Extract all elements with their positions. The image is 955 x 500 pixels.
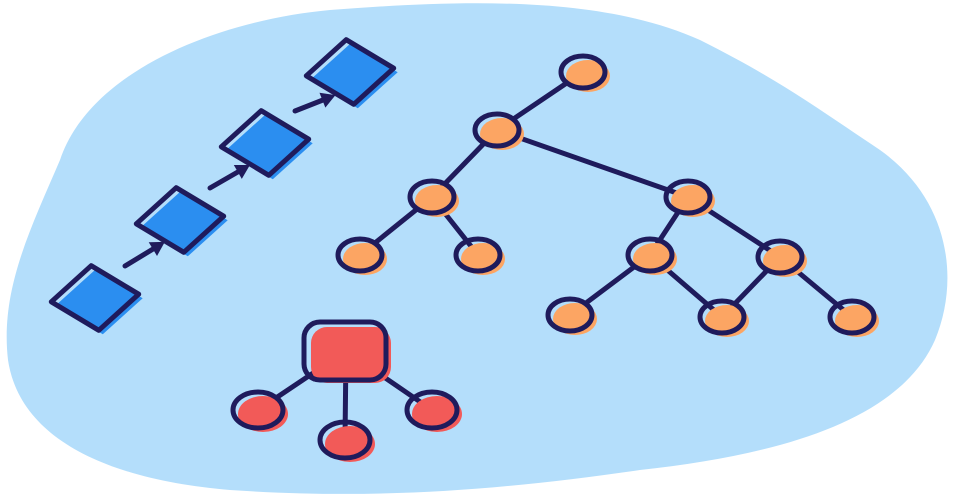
tree-node <box>545 296 595 334</box>
hierarchy-child <box>317 419 373 461</box>
tree-node <box>407 178 457 216</box>
tree-node <box>827 298 877 336</box>
tree-node <box>755 238 805 276</box>
tree-node <box>453 236 503 274</box>
linked-list-icon <box>48 37 398 335</box>
tree-node <box>697 298 747 336</box>
hierarchy-root <box>301 319 389 383</box>
hierarchy-child <box>230 389 286 431</box>
hierarchy-child <box>404 389 460 431</box>
list-node <box>218 108 312 178</box>
tree-edge <box>494 127 691 200</box>
arrow-head-icon <box>148 241 165 256</box>
hierarchy-root-fill <box>311 327 391 383</box>
tree-node <box>663 178 713 216</box>
tree-node <box>625 236 675 274</box>
arrow-shaft <box>122 243 161 269</box>
arrow-shaft <box>207 166 246 191</box>
tree-icon <box>335 53 879 337</box>
tree-node <box>335 236 385 274</box>
list-node <box>48 263 142 333</box>
arrow-head-icon <box>233 165 250 179</box>
tree-node <box>558 53 608 91</box>
hierarchy-icon <box>230 319 462 462</box>
list-node <box>133 185 227 255</box>
tree-node <box>472 111 522 149</box>
list-node <box>303 37 397 107</box>
arrow-head-icon <box>319 92 336 108</box>
